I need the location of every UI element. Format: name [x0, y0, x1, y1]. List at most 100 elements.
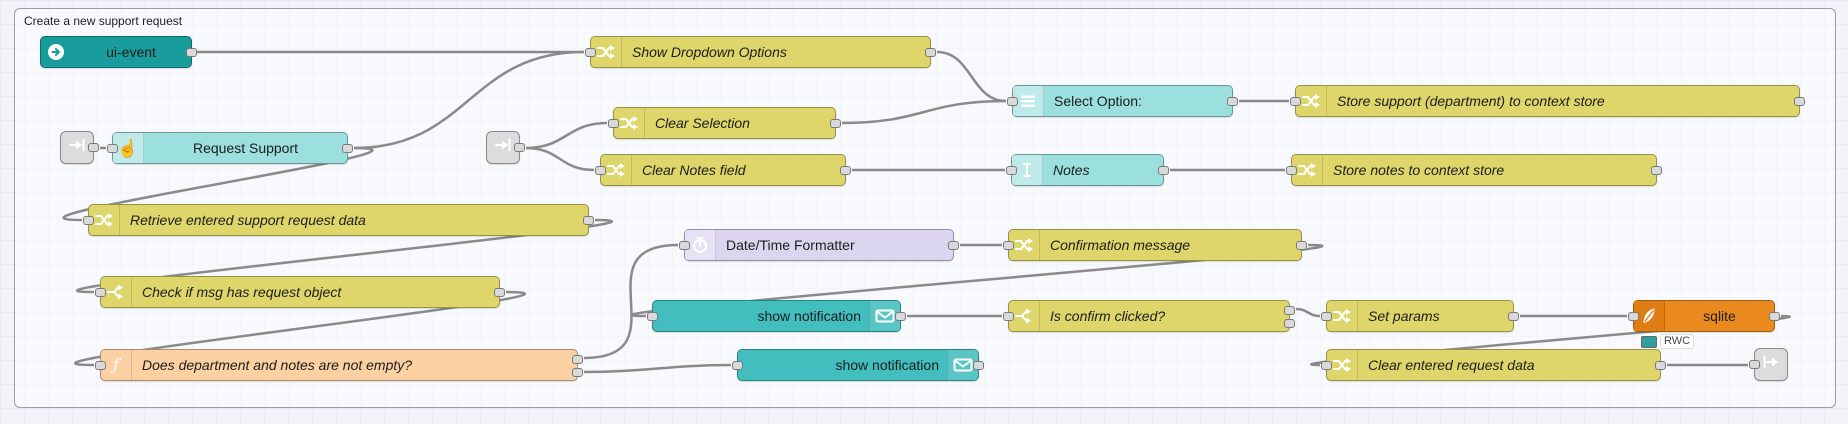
output-port[interactable]	[895, 312, 906, 321]
node-show-notification-2[interactable]: show notification	[732, 349, 984, 381]
node-clear-notes-field[interactable]: Clear Notes field	[595, 154, 851, 186]
shuffle-icon	[1296, 86, 1327, 116]
input-port[interactable]	[95, 288, 106, 297]
output-port[interactable]	[88, 143, 99, 152]
node-confirmation-message[interactable]: Confirmation message	[1003, 229, 1307, 261]
output-port[interactable]	[840, 166, 851, 175]
node-label: Date/Time Formatter	[726, 237, 855, 253]
output-port-2[interactable]	[1284, 319, 1295, 328]
wire[interactable]	[62, 146, 374, 222]
node-ui-event[interactable]: ui-event	[40, 36, 197, 68]
output-port[interactable]	[583, 216, 594, 225]
hamburger-icon	[1013, 86, 1044, 116]
input-port[interactable]	[595, 166, 606, 175]
input-port[interactable]	[1003, 312, 1014, 321]
shuffle-icon	[1292, 155, 1323, 185]
output-port-1[interactable]	[572, 355, 583, 364]
output-port[interactable]	[1158, 166, 1169, 175]
output-port[interactable]	[973, 361, 984, 370]
wire[interactable]	[583, 243, 679, 360]
node-label: show notification	[835, 357, 939, 373]
node-label: show notification	[757, 308, 861, 324]
wire[interactable]	[1295, 307, 1321, 318]
wire[interactable]	[525, 146, 595, 172]
input-port[interactable]	[1006, 166, 1017, 175]
wire[interactable]	[525, 121, 608, 150]
wire[interactable]	[353, 50, 585, 150]
input-port[interactable]	[1749, 360, 1760, 369]
node-is-confirm-clicked[interactable]: Is confirm clicked?	[1003, 300, 1295, 332]
envelope-icon	[869, 301, 900, 331]
node-retrieve-data[interactable]: Retrieve entered support request data	[83, 204, 594, 236]
output-port[interactable]	[1296, 241, 1307, 250]
node-sqlite[interactable]: sqlite	[1628, 300, 1780, 332]
output-port[interactable]	[186, 48, 197, 57]
wire[interactable]	[76, 218, 613, 294]
output-port[interactable]	[925, 48, 936, 57]
input-port[interactable]	[1628, 312, 1639, 321]
node-clear-selection[interactable]: Clear Selection	[608, 107, 841, 139]
input-port[interactable]	[1286, 166, 1297, 175]
output-port[interactable]	[342, 144, 353, 153]
node-label: Clear entered request data	[1368, 357, 1535, 373]
node-store-support[interactable]: Store support (department) to context st…	[1290, 85, 1805, 117]
output-port[interactable]	[494, 288, 505, 297]
wire[interactable]	[936, 50, 1007, 103]
svg-text:ƒ: ƒ	[110, 355, 122, 374]
input-port[interactable]	[647, 312, 658, 321]
node-show-dropdown-options[interactable]: Show Dropdown Options	[585, 36, 936, 68]
input-port[interactable]	[107, 144, 118, 153]
status-text: RWC	[1660, 334, 1695, 349]
node-store-notes[interactable]: Store notes to context store	[1286, 154, 1662, 186]
output-port[interactable]	[830, 119, 841, 128]
link-in-icon	[493, 135, 513, 160]
shuffle-icon	[89, 205, 120, 235]
input-port[interactable]	[732, 361, 743, 370]
node-select-option[interactable]: Select Option:	[1007, 85, 1238, 117]
input-port[interactable]	[83, 216, 94, 225]
output-port[interactable]	[1769, 312, 1780, 321]
node-datetime-formatter[interactable]: Date/Time Formatter	[679, 229, 959, 261]
shuffle-icon	[1009, 230, 1040, 260]
output-port[interactable]	[1227, 97, 1238, 106]
output-port[interactable]	[948, 241, 959, 250]
input-port[interactable]	[608, 119, 619, 128]
node-label: Does department and notes are not empty?	[142, 357, 413, 373]
node-clear-entered-data[interactable]: Clear entered request data	[1321, 349, 1666, 381]
output-port[interactable]	[1655, 361, 1666, 370]
sqlite-status: RWC	[1641, 334, 1695, 349]
input-port[interactable]	[95, 361, 106, 370]
wire[interactable]	[73, 290, 527, 367]
input-port[interactable]	[1321, 361, 1332, 370]
input-port[interactable]	[1007, 97, 1018, 106]
node-link-in-1[interactable]	[60, 131, 99, 164]
output-port[interactable]	[1794, 97, 1805, 106]
input-port[interactable]	[585, 48, 596, 57]
output-port[interactable]	[514, 143, 525, 152]
node-does-not-empty[interactable]: ƒ Does department and notes are not empt…	[95, 349, 583, 381]
input-port[interactable]	[1290, 97, 1301, 106]
node-link-out[interactable]	[1749, 348, 1788, 381]
node-notes[interactable]: Notes	[1006, 154, 1169, 186]
output-port[interactable]	[1508, 312, 1519, 321]
node-check-request-object[interactable]: Check if msg has request object	[95, 276, 505, 308]
status-dot	[1641, 335, 1657, 348]
ibeam-icon	[1012, 155, 1043, 185]
input-port[interactable]	[1003, 241, 1014, 250]
arrow-circle-icon	[41, 37, 71, 67]
node-set-params[interactable]: Set params	[1321, 300, 1519, 332]
wire[interactable]	[841, 99, 1007, 125]
node-link-in-2[interactable]	[486, 131, 525, 164]
output-port-1[interactable]	[1284, 306, 1295, 315]
hand-pointer-icon: ☝	[113, 133, 144, 163]
input-port[interactable]	[679, 241, 690, 250]
feather-icon	[1634, 301, 1665, 331]
wire[interactable]	[583, 363, 732, 374]
fork-icon	[1009, 301, 1040, 331]
output-port-2[interactable]	[572, 368, 583, 377]
node-show-notification-1[interactable]: show notification	[647, 300, 906, 332]
node-request-support[interactable]: ☝ Request Support	[107, 132, 353, 164]
input-port[interactable]	[1321, 312, 1332, 321]
output-port[interactable]	[1651, 166, 1662, 175]
